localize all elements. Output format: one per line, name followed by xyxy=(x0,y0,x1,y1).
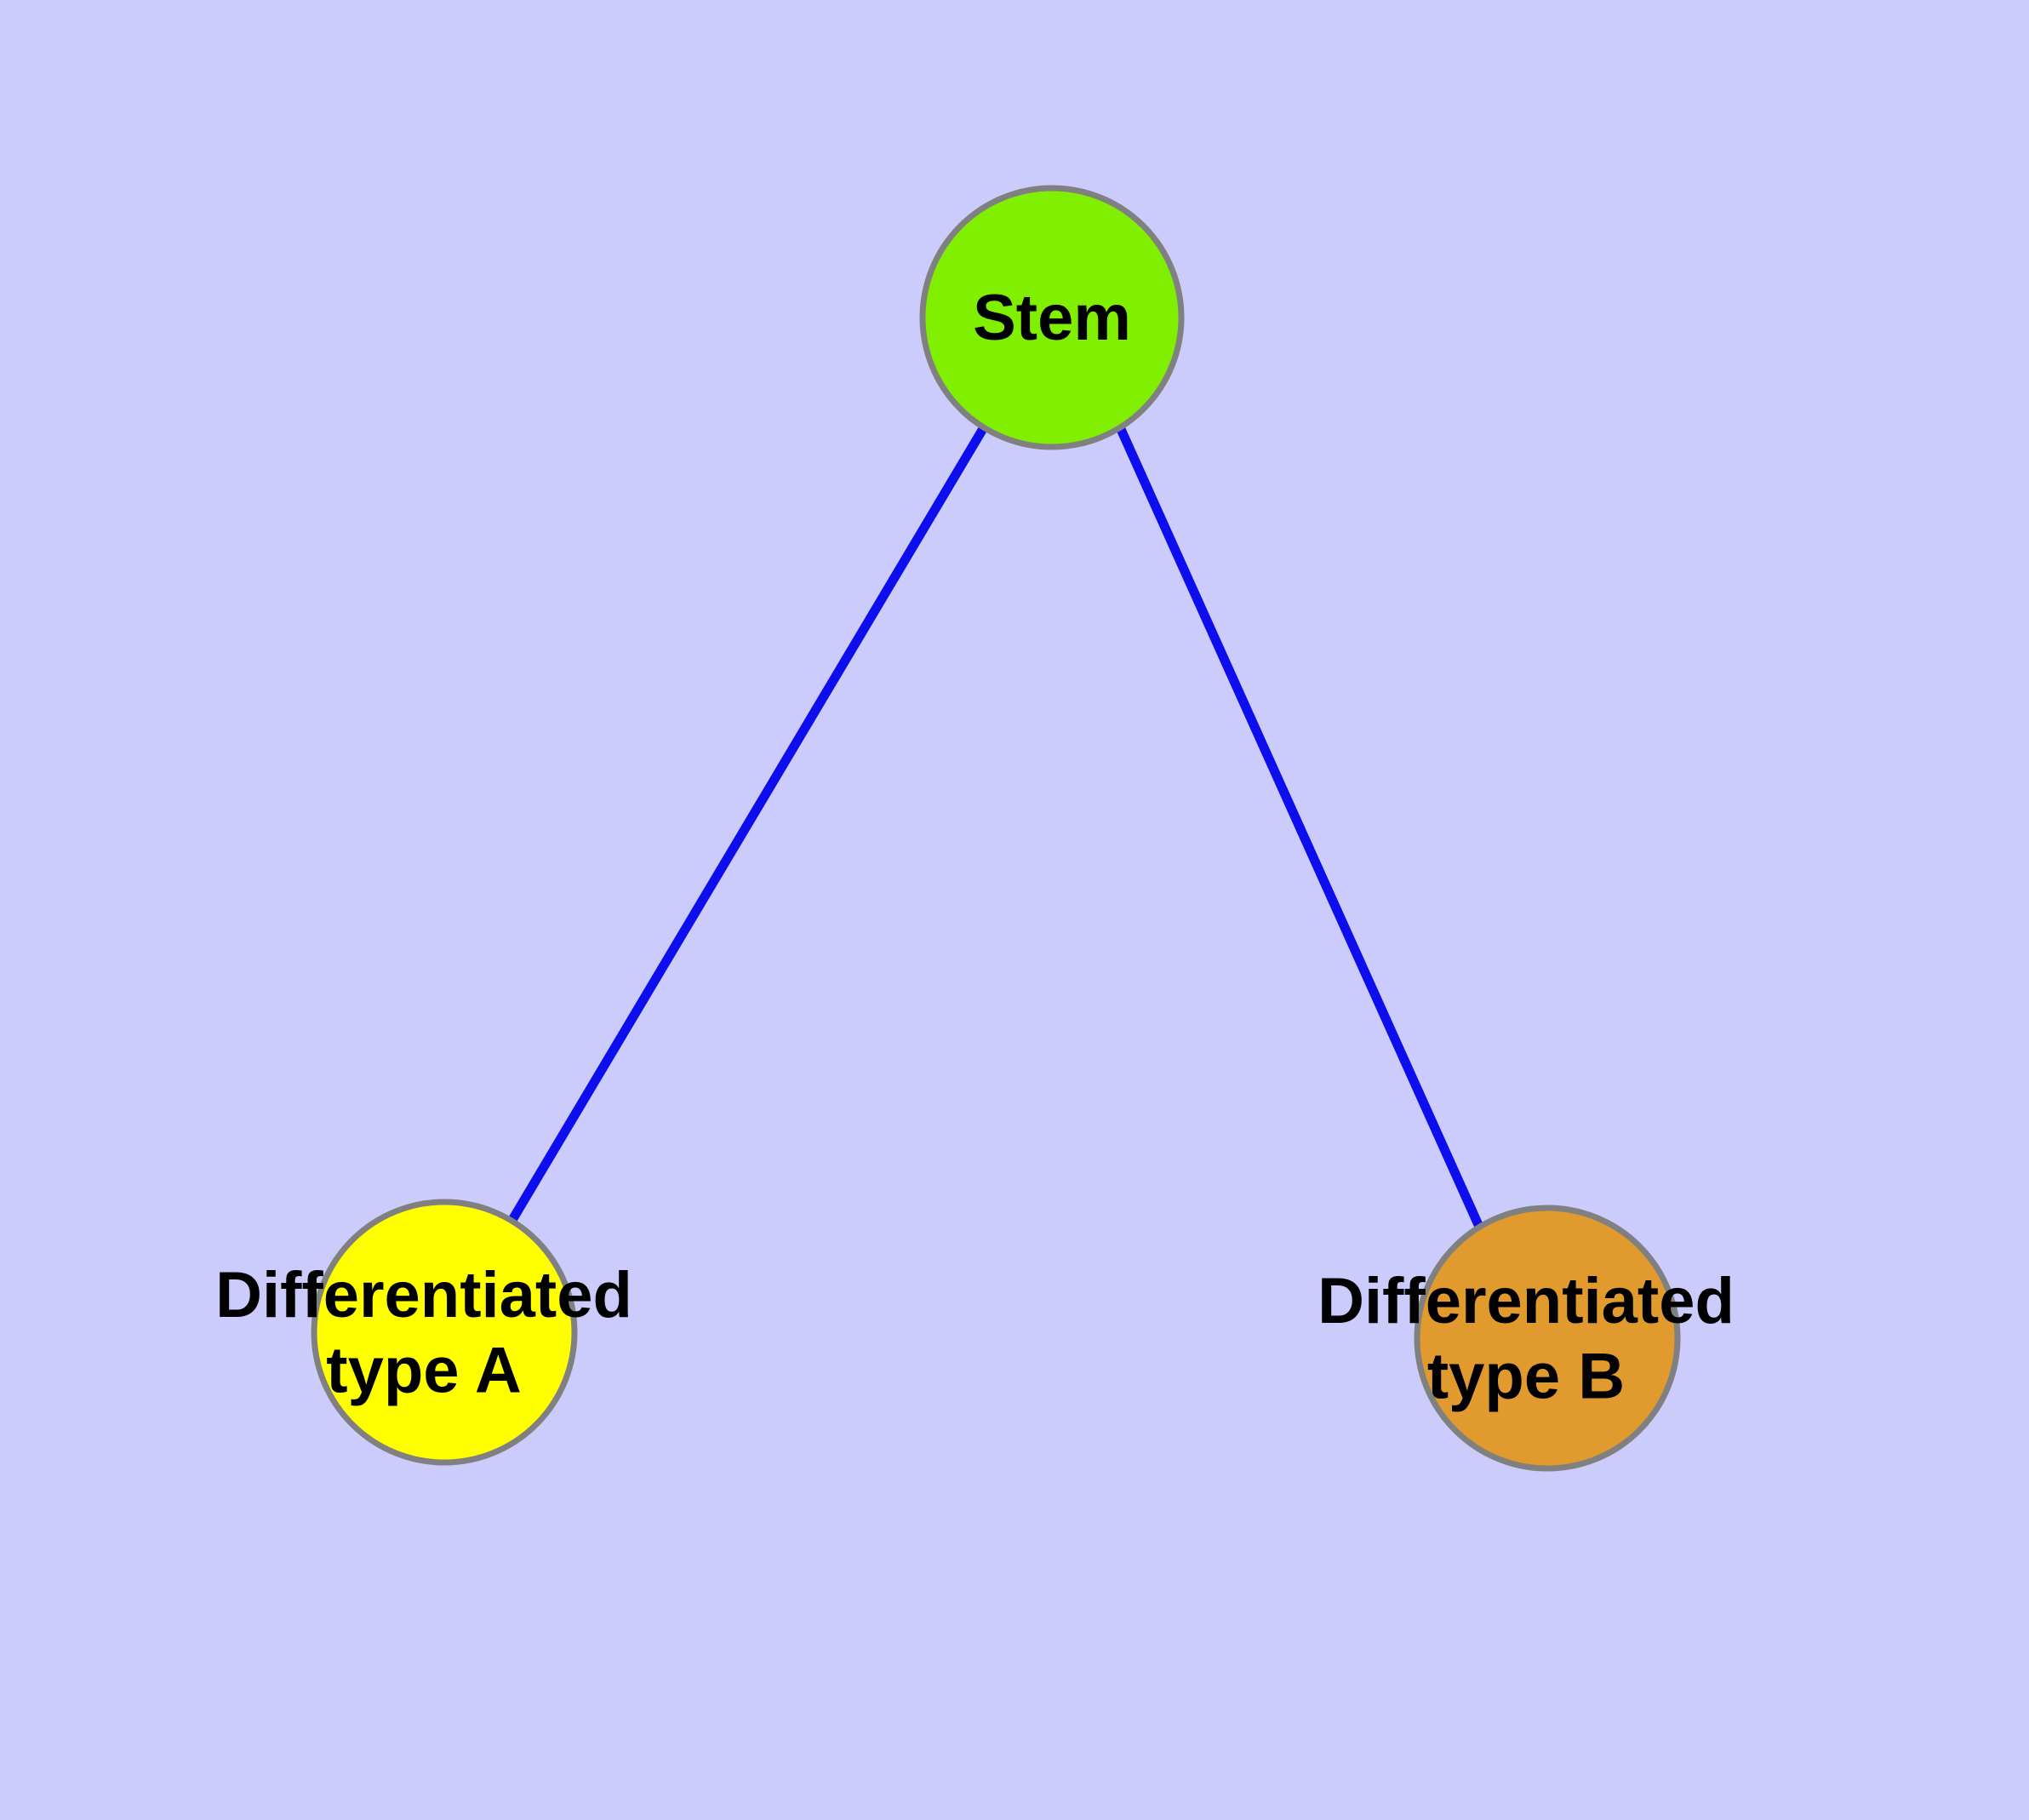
nodes-group xyxy=(311,185,1681,1472)
node-circle-diff_a[interactable] xyxy=(311,1199,578,1466)
node-circle-stem[interactable] xyxy=(919,185,1185,450)
node-label-line: Differentiated xyxy=(1317,1265,1735,1337)
node-label-line: type A xyxy=(326,1335,521,1407)
node-circle-diff_b[interactable] xyxy=(1414,1205,1681,1472)
node-label-line: Stem xyxy=(973,282,1131,354)
edge-stem-to-diff-a[interactable] xyxy=(508,425,988,1222)
node-label-stem: Stem xyxy=(973,282,1131,354)
node-label-line: type B xyxy=(1427,1341,1625,1413)
edge-stem-to-diff-b[interactable] xyxy=(1115,425,1484,1229)
node-label-line: Differentiated xyxy=(215,1259,632,1331)
edges-group xyxy=(508,425,1484,1229)
